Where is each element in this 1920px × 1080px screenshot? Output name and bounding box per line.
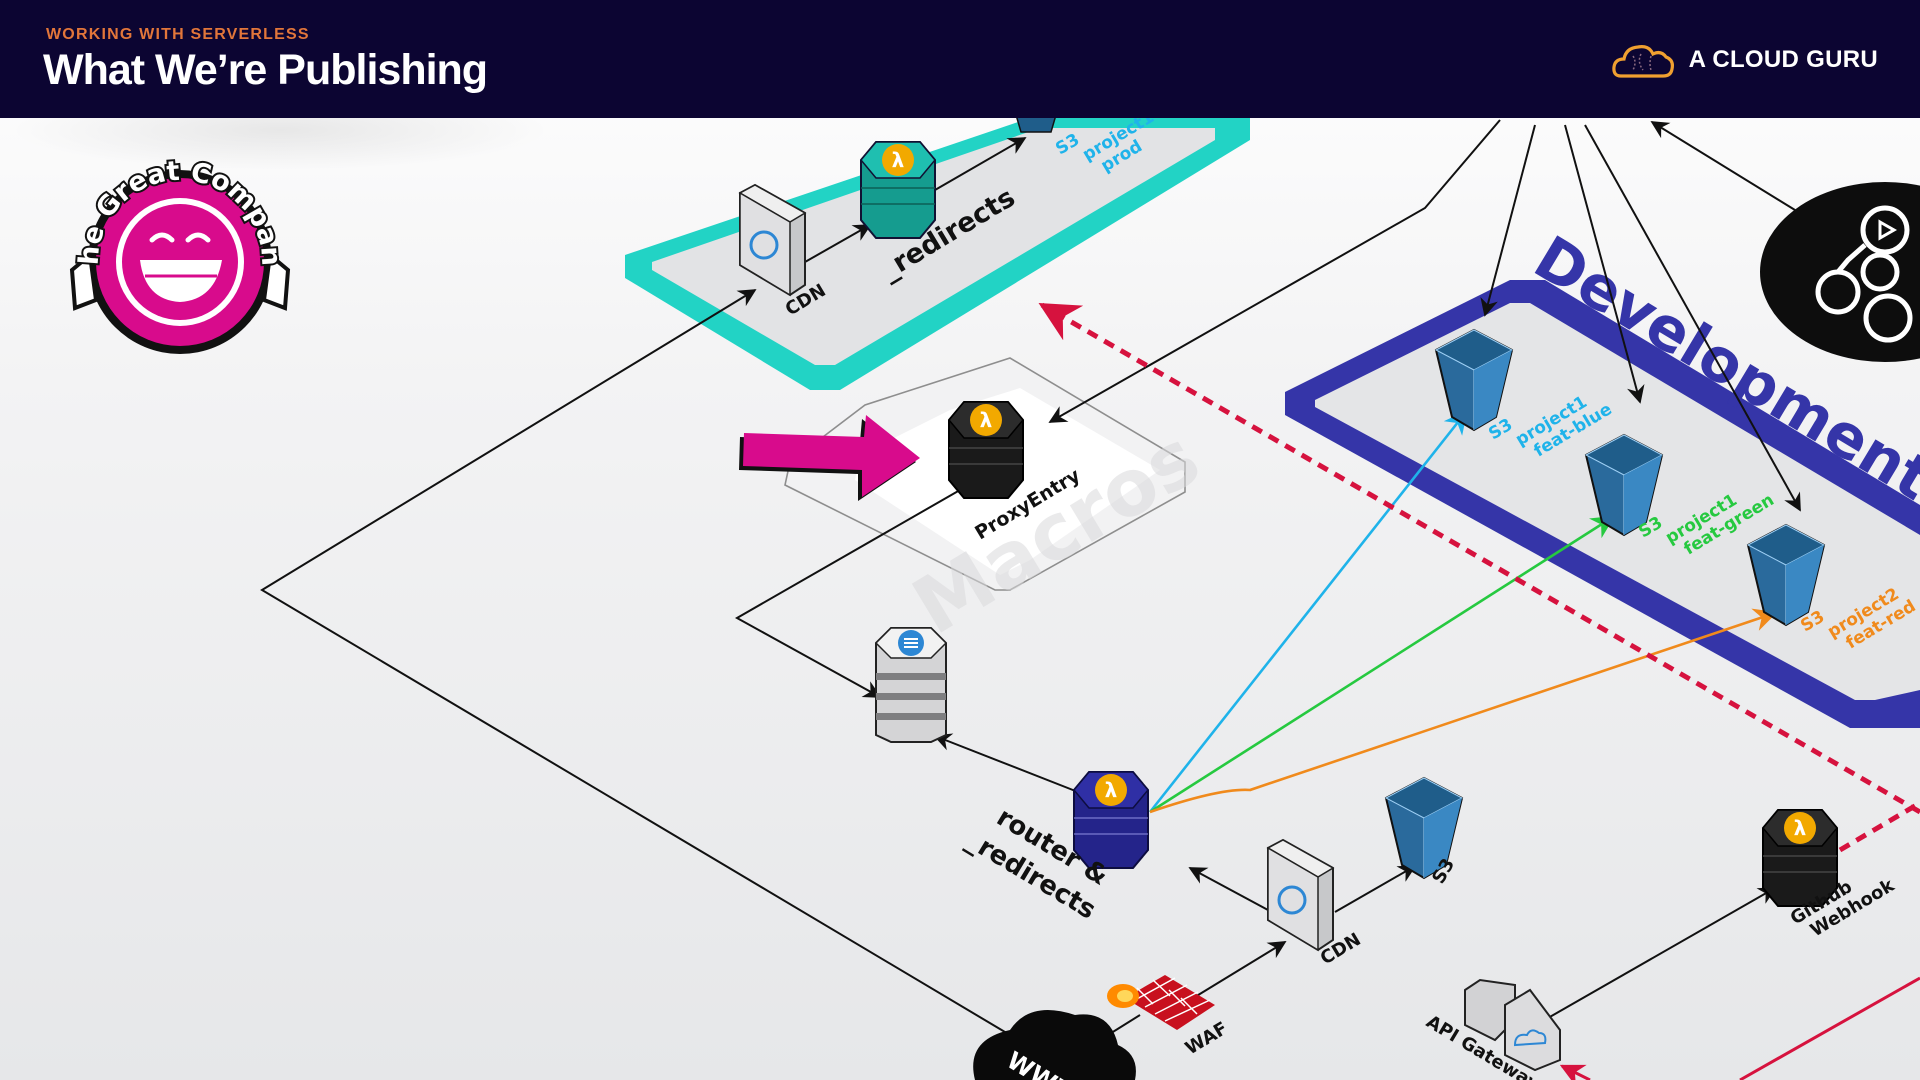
cdn-dev-to-s3-line (1334, 865, 1417, 913)
lambda-icon (1095, 774, 1127, 806)
proxyentry-to-database-line (734, 489, 961, 698)
brand-logo: A CLOUD GURU (1611, 40, 1878, 80)
api-gateway-node[interactable] (1464, 978, 1561, 1072)
deploy-lines (1038, 302, 1920, 1080)
lambda-icon (882, 144, 914, 176)
github-webhook-lambda-node[interactable]: λ (1762, 809, 1838, 907)
s3-feat-green-bucket[interactable] (1584, 433, 1664, 537)
cloud-logo-icon (1611, 45, 1674, 78)
connectors (260, 119, 1801, 1041)
api-gateway-cloud-icon (1513, 1029, 1547, 1047)
slide-subtitle: WORKING WITH SERVERLESS (46, 26, 310, 43)
s3-feat-blue-bucket[interactable] (1434, 328, 1514, 432)
cdn-globe-icon (1277, 885, 1307, 915)
database-node[interactable] (874, 627, 948, 743)
top-to-s3-blue-line (1480, 124, 1536, 317)
feature-routes (1148, 410, 1778, 814)
cdn-globe-icon (749, 230, 779, 260)
deploy-dashed-line (1038, 302, 1920, 815)
lambda-icon (1784, 812, 1816, 844)
s3-feat-red-bucket[interactable] (1746, 523, 1826, 627)
cdn-dev-node[interactable] (1266, 838, 1335, 952)
www-to-cdn-prod-line (260, 289, 1011, 1036)
router-lambda-node[interactable]: λ (1073, 771, 1149, 869)
top-to-s3-green-line (1564, 124, 1645, 404)
api-gateway-to-webhook-line (1547, 887, 1777, 1019)
s3-dev-bucket[interactable] (1384, 776, 1464, 880)
redirects-lambda-node[interactable]: λ (860, 141, 936, 239)
cdn-prod-node[interactable] (738, 183, 807, 297)
deploy-solid-line (1739, 976, 1920, 1080)
step-functions-node[interactable] (1760, 182, 1920, 362)
brand-name: A CLOUD GURU (1688, 46, 1878, 73)
route-to-feat-blue (1148, 410, 1468, 813)
svg-text:λ: λ (1105, 778, 1118, 802)
waf-label: WAF (1182, 1018, 1232, 1059)
cdn-to-redirects-line (804, 224, 872, 263)
cdn-dev-to-router-line (1188, 867, 1269, 911)
proxyentry-lambda-node[interactable]: λ (948, 401, 1024, 499)
waf-to-cdn-dev-line (1189, 941, 1287, 1001)
svg-text:λ: λ (980, 408, 993, 432)
route-to-feat-red (1149, 608, 1778, 814)
highlight-arrow (739, 415, 920, 501)
waf-node[interactable] (1107, 975, 1215, 1030)
slide-title: What We’re Publishing (43, 46, 488, 94)
svg-text:λ: λ (1794, 816, 1807, 840)
slide-header: WORKING WITH SERVERLESS What We’re Publi… (0, 0, 1920, 118)
production-zone (625, 118, 1250, 390)
top-to-proxyentry-line (1048, 119, 1501, 423)
www-node[interactable]: WWW (973, 1010, 1136, 1080)
lambda-icon (970, 404, 1002, 436)
top-to-s3-red-line (1584, 124, 1801, 512)
redirects-to-s3-prod-line (934, 137, 1027, 191)
route-to-feat-green (1149, 515, 1615, 814)
webhook-dashed-line (1838, 800, 1920, 853)
svg-text:λ: λ (892, 148, 905, 172)
api-gateway-red-line (1559, 1064, 1591, 1080)
router-to-database-line (933, 733, 1079, 793)
step-functions-icon (1815, 205, 1913, 343)
step-functions-to-top-line (1650, 121, 1796, 211)
